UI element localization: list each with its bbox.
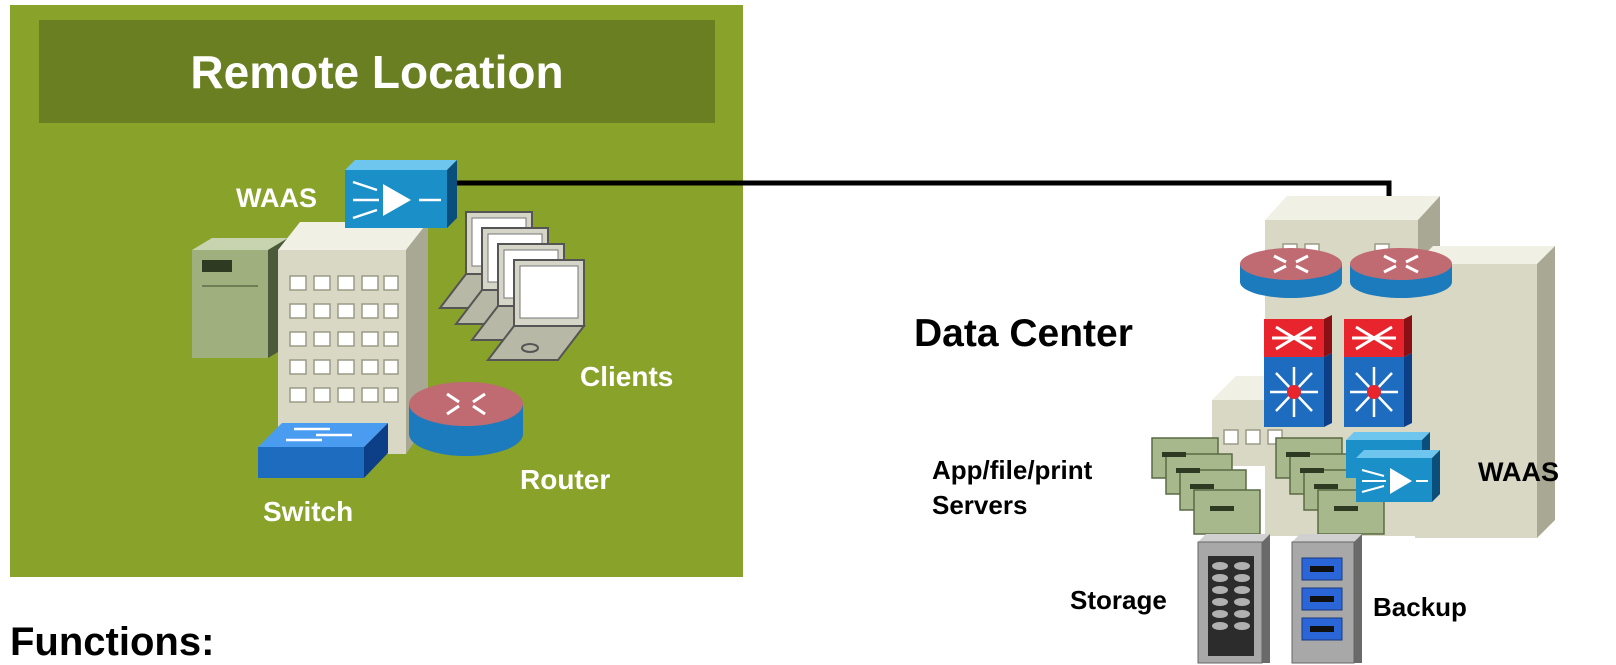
server-tower-icon xyxy=(192,238,288,358)
dc-router-left-icon xyxy=(1240,248,1342,298)
dc-waas-appliance-icon xyxy=(1346,432,1440,502)
backup-label: Backup xyxy=(1373,592,1467,622)
office-building-icon xyxy=(278,222,428,454)
remote-waas-label: WAAS xyxy=(236,183,317,213)
router-label: Router xyxy=(520,464,611,495)
waas-appliance-icon xyxy=(345,160,457,228)
remote-location-title: Remote Location xyxy=(190,45,564,98)
clients-label: Clients xyxy=(580,361,674,392)
servers-label-line2: Servers xyxy=(932,490,1028,520)
storage-array-icon xyxy=(1197,534,1270,664)
switch-icon xyxy=(258,423,388,478)
router-icon xyxy=(409,382,523,456)
functions-heading: Functions: xyxy=(10,620,215,664)
datacenter-title: Data Center xyxy=(914,312,1133,355)
client-laptops-icon xyxy=(437,211,587,361)
backup-tape-icon xyxy=(1291,534,1362,664)
servers-label-line1: App/file/print xyxy=(932,455,1093,485)
dc-waas-label: WAAS xyxy=(1478,457,1559,487)
switch-label: Switch xyxy=(263,496,354,527)
remote-location-header: Remote Location xyxy=(39,20,715,123)
dc-core-switch-left-icon xyxy=(1264,315,1332,427)
storage-label: Storage xyxy=(1070,585,1167,615)
dc-router-right-icon xyxy=(1350,248,1452,298)
dc-core-switch-right-icon xyxy=(1344,315,1412,427)
app-servers-stack-icon xyxy=(1151,437,1261,535)
